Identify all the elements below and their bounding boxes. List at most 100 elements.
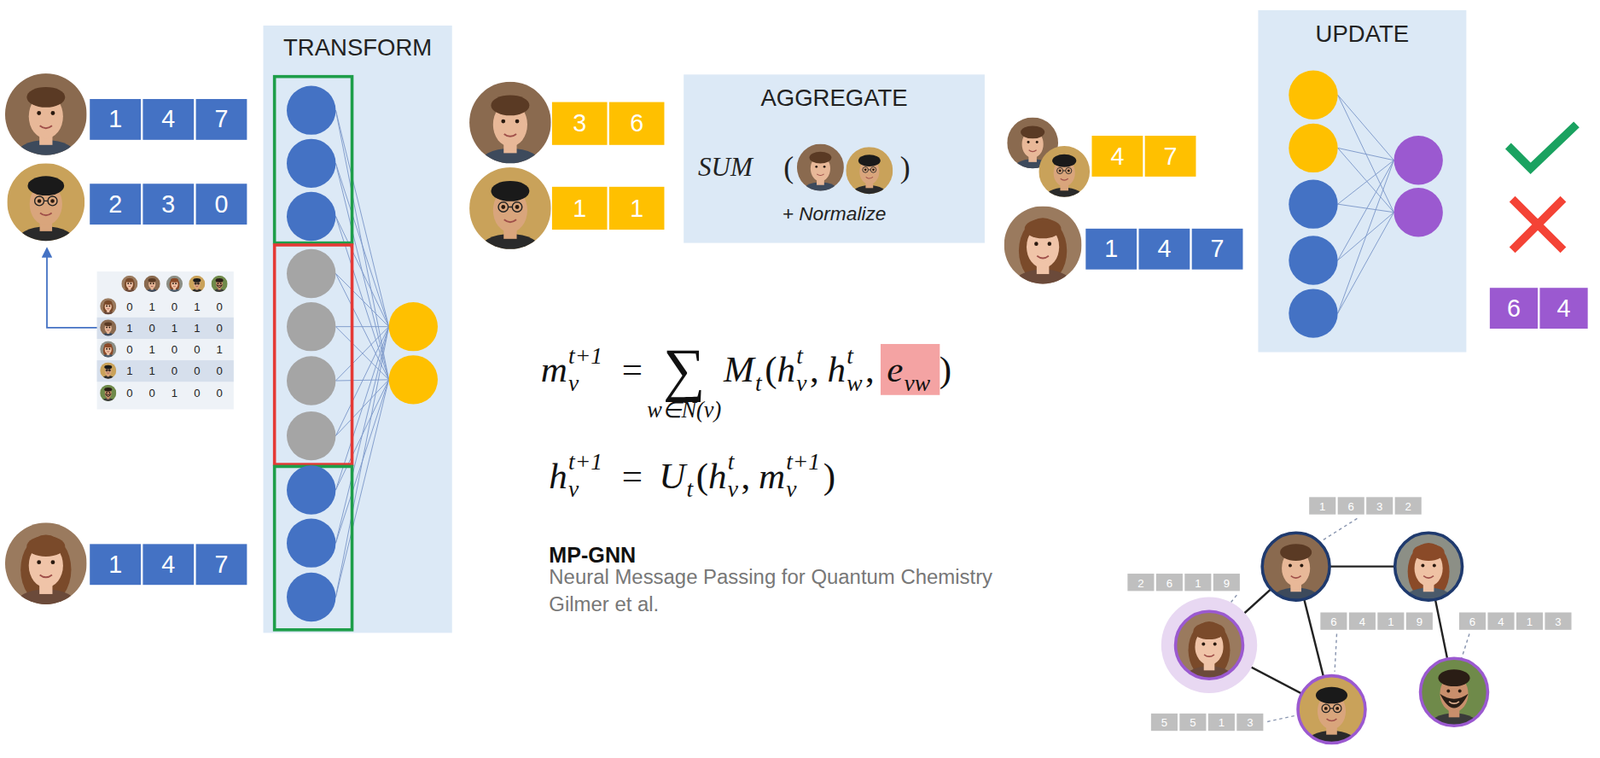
vector-value: 4 <box>1139 228 1191 270</box>
formula-line: ht+1v=Ut(htv,mt+1v) <box>548 449 836 501</box>
matrix-cell: 0 <box>209 320 230 335</box>
script-stack: t+1v <box>568 449 603 501</box>
vector-value: 7 <box>196 543 248 585</box>
matrix-cell: 0 <box>141 320 163 335</box>
face-photo <box>845 146 893 205</box>
weight-line <box>335 273 389 326</box>
self-features-bracket <box>274 76 353 244</box>
vector-value: 6 <box>1338 496 1365 514</box>
feature-vector: 11 <box>552 186 665 230</box>
vector-value: 3 <box>1236 713 1263 731</box>
vector-value: 4 <box>1539 287 1588 329</box>
input-neuron <box>1288 288 1338 338</box>
vector-value: 1 <box>1309 496 1336 514</box>
matrix-cell: 0 <box>164 363 186 379</box>
vector-value: 3 <box>1366 496 1393 514</box>
face-photo <box>797 144 844 203</box>
vector-value: 5 <box>1179 713 1206 731</box>
panel-illustration <box>263 25 453 633</box>
face-ring <box>1420 657 1489 726</box>
weight-line <box>335 326 389 437</box>
weight-line <box>335 273 389 379</box>
matrix-cell: 0 <box>119 342 140 357</box>
feature-vector: 36 <box>552 102 665 146</box>
weight-line <box>1338 147 1395 160</box>
face-ring <box>1175 610 1244 679</box>
feature-vector: 5513 <box>1151 713 1264 731</box>
matrix-cell: 0 <box>186 363 208 379</box>
weight-line <box>335 216 389 380</box>
vector-value: 9 <box>1406 611 1433 629</box>
weight-line <box>1338 160 1395 261</box>
vector-value: 1 <box>1377 611 1404 629</box>
face-photo <box>99 297 117 319</box>
vector-value: 4 <box>142 98 194 140</box>
face-photo <box>469 81 552 183</box>
face-photo <box>5 73 88 175</box>
weight-line <box>335 379 389 598</box>
formula-symbol: ( <box>764 350 777 388</box>
panel-title: TRANSFORM <box>263 35 453 60</box>
aggregate-panel: AGGREGATESUM()+ Normalize <box>683 74 985 243</box>
input-neuron <box>286 355 336 405</box>
vector-value: 6 <box>609 102 665 146</box>
vector-value: 3 <box>552 102 608 146</box>
weight-line <box>335 326 389 544</box>
vector-value: 6 <box>1156 573 1183 591</box>
vector-value: 4 <box>1487 611 1514 629</box>
formula-symbol: t+1 <box>568 343 603 368</box>
output-neuron <box>1393 187 1443 237</box>
feature-vector: 1632 <box>1309 496 1422 514</box>
formula-symbol: = <box>622 350 643 388</box>
formula-symbol: t+1 <box>785 449 821 474</box>
feature-vector: 6419 <box>1320 611 1433 629</box>
input-neuron <box>286 517 336 567</box>
matrix-cell: 1 <box>119 320 140 335</box>
formula-symbol: ) <box>939 350 952 388</box>
output-neuron <box>389 302 438 351</box>
leader-line <box>1334 634 1337 672</box>
face-photo <box>469 167 552 268</box>
input-neuron <box>1288 123 1338 173</box>
matrix-cell: 0 <box>164 298 186 314</box>
face-photo <box>1420 657 1489 741</box>
face-photo <box>5 522 88 623</box>
formula-symbol: h <box>826 350 846 388</box>
face-photo <box>166 275 183 297</box>
formula-symbol: = <box>622 457 643 495</box>
weight-line <box>1338 94 1395 213</box>
formula-symbol: w <box>846 371 862 396</box>
formula-symbol: , <box>741 457 751 495</box>
face-photo <box>1262 532 1330 616</box>
vector-value: 1 <box>552 186 608 230</box>
matrix-row-arrow <box>46 249 98 328</box>
face-photo <box>99 362 117 384</box>
panel-text: ( <box>783 151 794 183</box>
feature-vector: 147 <box>1085 228 1243 270</box>
citation: Gilmer et al. <box>548 593 659 615</box>
formula-symbol: v <box>796 371 807 396</box>
matrix-cell: 1 <box>141 298 163 314</box>
script-stack: tw <box>846 343 862 396</box>
matrix-row-band <box>97 360 234 382</box>
matrix-cell: 0 <box>209 298 230 314</box>
formula-symbol: ) <box>823 457 836 495</box>
input-neuron <box>1288 235 1338 285</box>
matrix-cell: 1 <box>186 320 208 335</box>
feature-vector: 230 <box>89 183 247 225</box>
matrix-cell: 1 <box>141 363 163 379</box>
face-photo <box>99 319 117 340</box>
formula-symbol: ( <box>696 457 709 495</box>
formula-symbol: v <box>727 477 739 502</box>
matrix-cell: 1 <box>186 298 208 314</box>
citation: Neural Message Passing for Quantum Chemi… <box>548 566 993 588</box>
script-stack: tv <box>796 343 807 396</box>
formula-symbol: h <box>548 457 568 495</box>
formula-symbol: v <box>785 477 821 502</box>
leader-line <box>1321 517 1358 541</box>
matrix-cell: 0 <box>119 385 140 401</box>
formula-symbol: t <box>796 343 807 368</box>
weight-line <box>1338 94 1395 161</box>
formula-symbol: t <box>686 477 693 502</box>
